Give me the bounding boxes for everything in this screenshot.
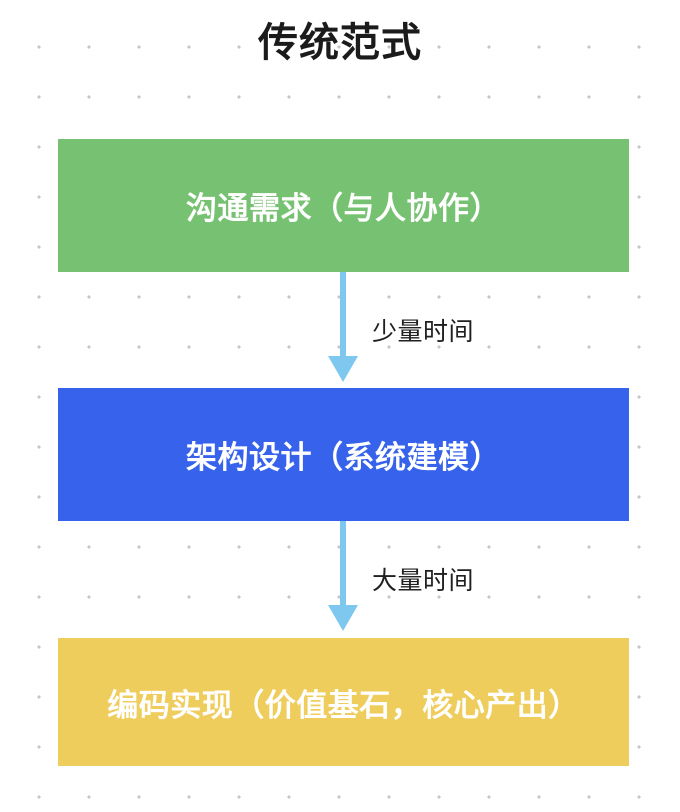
arrow-down-icon [328,521,358,631]
connector-label: 大量时间 [372,567,475,595]
page-title: 传统范式 [258,21,422,65]
stage-node-coding-implementation[interactable]: 编码实现（价值基石，核心产出） [58,638,629,766]
connector-label: 少量时间 [372,318,475,346]
stage-label: 架构设计（系统建模） [186,440,501,475]
stage-label: 编码实现（价值基石，核心产出） [107,687,580,723]
stage-node-communicate-requirements[interactable]: 沟通需求（与人协作） [58,139,629,272]
connector-large-time: 大量时间 [0,521,680,637]
stage-node-architecture-design[interactable]: 架构设计（系统建模） [58,388,629,521]
stage-label: 沟通需求（与人协作） [186,191,501,226]
arrow-down-icon [328,272,358,382]
connector-small-time: 少量时间 [0,272,680,388]
